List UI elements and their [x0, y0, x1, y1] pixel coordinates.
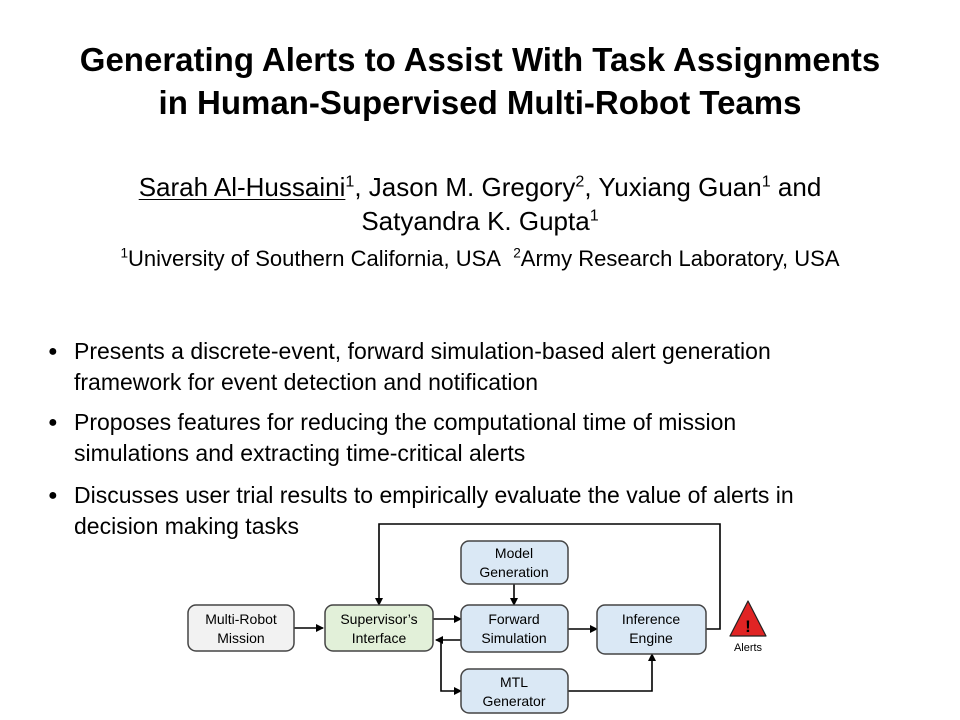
- svg-text:Supervisor’s: Supervisor’s: [340, 611, 417, 627]
- bullet-text-line: decision making tasks: [74, 513, 299, 539]
- svg-text:Forward: Forward: [488, 611, 539, 627]
- alert-warning-icon: !: [729, 600, 767, 637]
- author-4: Satyandra K. Gupta: [361, 206, 590, 236]
- node-model-generation: Model Generation: [460, 540, 569, 585]
- edge-inference-feedback: [375, 523, 721, 630]
- node-mtl-generator: MTL Generator: [460, 668, 569, 714]
- alert-exclamation: !: [745, 617, 751, 636]
- svg-text:MTL: MTL: [500, 674, 528, 690]
- affil-2: Army Research Laboratory, USA: [520, 246, 840, 271]
- author-2: , Jason M. Gregory: [354, 172, 576, 202]
- svg-text:Model: Model: [495, 545, 533, 561]
- author-2-affil: 2: [575, 172, 585, 191]
- title-line-1: Generating Alerts to Assist With Task As…: [79, 41, 881, 78]
- svg-text:Generator: Generator: [482, 693, 545, 709]
- author-3: , Yuxiang Guan: [584, 172, 762, 202]
- diagram-connectors: [294, 523, 721, 695]
- svg-text:Inference: Inference: [622, 611, 681, 627]
- author-1-affil: 1: [345, 172, 355, 191]
- author-list: Sarah Al-Hussaini1, Jason M. Gregory2, Y…: [0, 170, 960, 238]
- svg-text:Interface: Interface: [352, 630, 407, 646]
- author-4-affil: 1: [589, 206, 599, 225]
- bullet-text-line: framework for event detection and notifi…: [74, 369, 539, 395]
- svg-text:Multi-Robot: Multi-Robot: [205, 611, 277, 627]
- author-line-2: Satyandra K. Gupta1: [0, 204, 960, 238]
- node-forward-simulation: Forward Simulation: [460, 604, 569, 653]
- affil-1-marker: 1: [120, 245, 129, 261]
- title-line-2: in Human-Supervised Multi-Robot Teams: [158, 84, 802, 121]
- affil-2-marker: 2: [513, 245, 521, 261]
- alert-label: Alerts: [734, 642, 763, 654]
- node-inference-engine: Inference Engine: [596, 604, 707, 655]
- bullet-text-line: simulations and extracting time-critical…: [74, 440, 526, 466]
- bullet-dot-icon: ●: [48, 343, 58, 360]
- slide-title: Generating Alerts to Assist With Task As…: [0, 38, 960, 124]
- svg-text:Generation: Generation: [479, 564, 548, 580]
- edge-interface-mtl: [440, 640, 462, 695]
- svg-text:Engine: Engine: [629, 630, 673, 646]
- edge-mtl-inference: [568, 653, 656, 692]
- author-and: and: [770, 172, 822, 202]
- author-3-affil: 1: [761, 172, 771, 191]
- author-line-1: Sarah Al-Hussaini1, Jason M. Gregory2, Y…: [0, 170, 960, 204]
- node-supervisors-interface: Supervisor’s Interface: [324, 604, 434, 652]
- affil-1: University of Southern California, USA: [128, 246, 501, 271]
- svg-text:Simulation: Simulation: [481, 630, 546, 646]
- svg-text:Mission: Mission: [217, 630, 264, 646]
- node-multi-robot-mission: Multi-Robot Mission: [187, 604, 295, 652]
- bullet-dot-icon: ●: [48, 487, 58, 504]
- bullet-text-line: Discusses user trial results to empirica…: [74, 482, 794, 508]
- bullet-text-line: Proposes features for reducing the compu…: [74, 409, 737, 435]
- bullet-dot-icon: ●: [48, 414, 58, 431]
- author-presenting: Sarah Al-Hussaini: [138, 172, 346, 202]
- affiliations: 1University of Southern California, USA …: [0, 245, 960, 273]
- bullet-text-line: Presents a discrete-event, forward simul…: [74, 338, 771, 364]
